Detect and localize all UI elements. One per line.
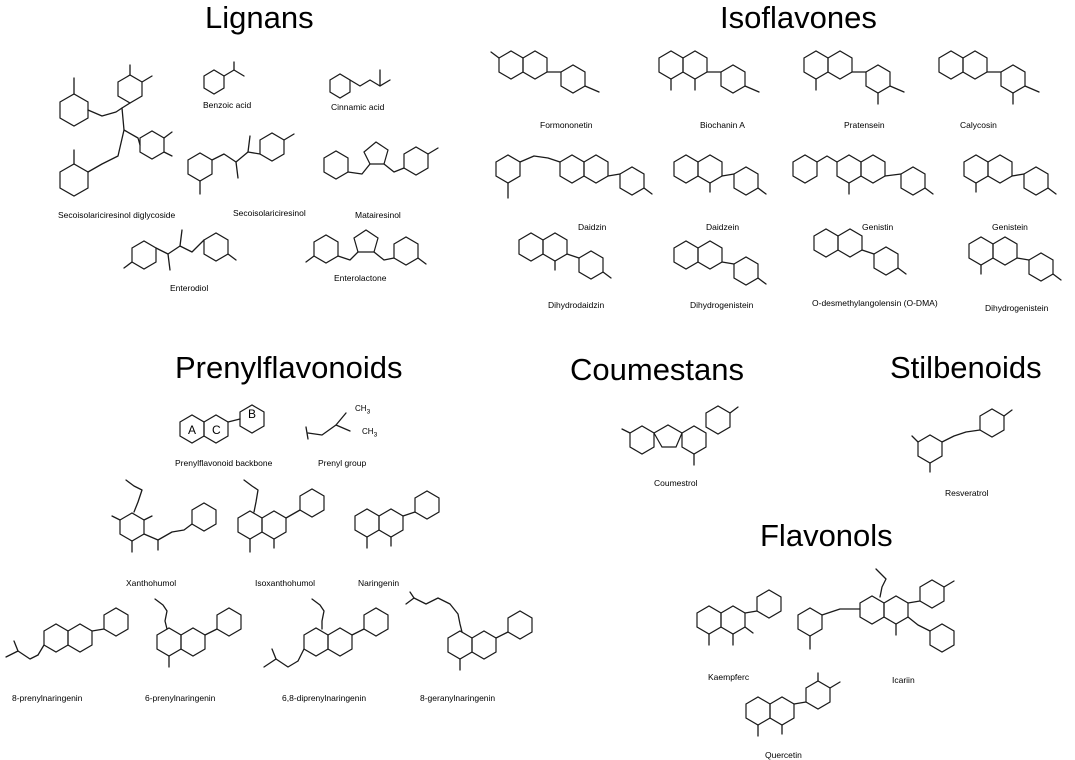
8-prenylnaringenin-structure (5, 607, 129, 660)
enterolactone-label: Enterolactone (334, 273, 387, 283)
secoisolariciresinol-label: Secoisolariciresinol (233, 208, 306, 218)
kaempferc-structure (696, 589, 782, 646)
8-geranylnaringenin-structure (405, 591, 533, 671)
genistein-label: Genistein (992, 222, 1028, 232)
enterodiol-label: Enterodiol (170, 283, 209, 293)
naringenin-structure (354, 490, 440, 549)
6-8-diprenylnaringenin-structure (263, 598, 389, 668)
prenylflavonoids-heading: Prenylflavonoids (175, 350, 403, 385)
prenylflavonoid-backbone-label: Prenylflavonoid backbone (175, 458, 273, 468)
dihydrogenistein-label-2: Dihydrogenistein (985, 303, 1049, 313)
dihydrodaidzin-label: Dihydrodaidzin (548, 300, 605, 310)
daidzin-structure (495, 154, 653, 199)
enterolactone-structure (305, 229, 427, 266)
genistin-structure (792, 154, 934, 196)
o-dma-label: O-desmethylangolensin (O-DMA) (812, 298, 938, 308)
prenyl-group-structure (305, 412, 351, 440)
xanthohumol-label: Xanthohumol (126, 578, 177, 588)
ring-b-label: B (248, 407, 257, 421)
isoxanthohumol-structure (237, 479, 325, 553)
lignans-heading: Lignans (205, 0, 314, 35)
daidzein-label: Daidzein (706, 222, 740, 232)
biochanin-a-label: Biochanin A (700, 120, 745, 130)
coumestans-heading: Coumestans (570, 352, 745, 387)
quercetin-structure (745, 672, 841, 737)
enterodiol-structure (123, 229, 237, 271)
xanthohumol-structure (111, 479, 217, 553)
biochanin-a-structure (658, 50, 760, 94)
6-prenylnaringenin-structure (154, 598, 242, 668)
secoisolariciresinol-diglycoside-structure (59, 64, 173, 197)
cinnamic-acid-label: Cinnamic acid (331, 102, 385, 112)
genistein-structure (963, 154, 1057, 196)
matairesinol-structure (323, 141, 439, 180)
kaempferc-label: Kaempferc (708, 672, 750, 682)
prenyl-group-label: Prenyl group (318, 458, 367, 468)
prenylflavonoid-backbone-structure (179, 404, 265, 444)
8-geranylnaringenin-label: 8-geranylnaringenin (420, 693, 496, 703)
genistin-label: Genistin (862, 222, 894, 232)
isoxanthohumol-label: Isoxanthohumol (255, 578, 316, 588)
icariin-structure (797, 568, 955, 653)
daidzin-label: Daidzin (578, 222, 607, 232)
flavonols-heading: Flavonols (760, 518, 893, 553)
pratensein-structure (803, 50, 905, 105)
matairesinol-label: Matairesinol (355, 210, 401, 220)
isoflavones-heading: Isoflavones (720, 0, 877, 35)
dihydrodaidzin-structure (518, 232, 612, 280)
prenyl-ch3-top: CH3 (355, 404, 371, 416)
benzoic-acid-label: Benzoic acid (203, 100, 252, 110)
prenyl-ch3-bottom: CH3 (362, 427, 378, 439)
6-prenylnaringenin-label: 6-prenylnaringenin (145, 693, 216, 703)
coumestrol-label: Coumestrol (654, 478, 698, 488)
coumestrol-structure (621, 405, 739, 466)
6-8-diprenylnaringenin-label: 6,8-diprenylnaringenin (282, 693, 367, 703)
pratensein-label: Pratensein (844, 120, 885, 130)
secoisolariciresinol-structure (187, 132, 295, 195)
calycosin-label: Calycosin (960, 120, 997, 130)
formononetin-structure (490, 50, 600, 94)
8-prenylnaringenin-label: 8-prenylnaringenin (12, 693, 83, 703)
formononetin-label: Formononetin (540, 120, 593, 130)
benzoic-acid-structure (203, 61, 245, 95)
resveratrol-structure (911, 408, 1013, 473)
o-dma-structure (813, 228, 907, 276)
secoisolariciresinol-diglycoside-label: Secoisolariciresinol diglycoside (58, 210, 176, 220)
stilbenoids-heading: Stilbenoids (890, 350, 1042, 385)
quercetin-label: Quercetin (765, 750, 802, 760)
naringenin-label: Naringenin (358, 578, 400, 588)
ring-c-label: C (212, 423, 221, 437)
calycosin-structure (938, 50, 1040, 105)
cinnamic-acid-structure (329, 69, 391, 99)
icariin-label: Icariin (892, 675, 915, 685)
daidzein-structure (673, 154, 767, 196)
resveratrol-label: Resveratrol (945, 488, 989, 498)
ring-a-label: A (188, 423, 197, 437)
dihydrogenistein-label-1: Dihydrogenistein (690, 300, 754, 310)
dihydrogenistein-structure-2 (968, 236, 1062, 282)
dihydrogenistein-structure-1 (673, 240, 767, 286)
